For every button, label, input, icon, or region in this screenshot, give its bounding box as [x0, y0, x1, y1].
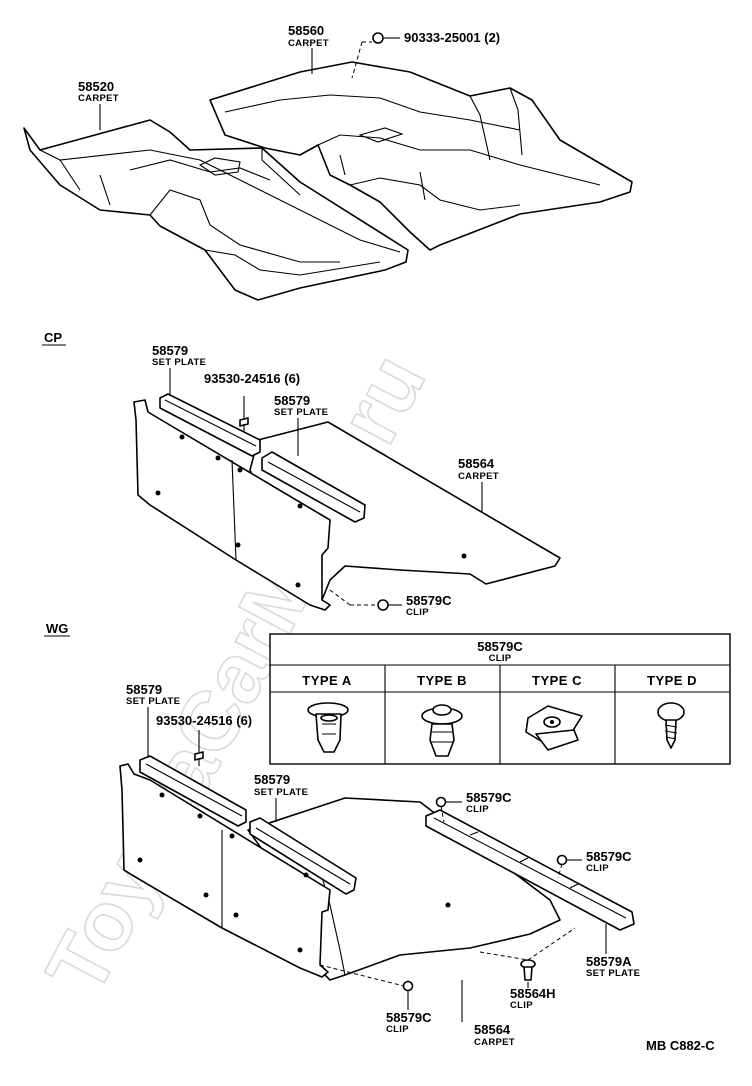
wg-side-panel [119, 763, 331, 978]
cp-side-panel [133, 399, 331, 611]
section-cp: CP [42, 330, 66, 346]
part-number-58579c-cp: 58579C [406, 593, 452, 608]
part-number-58579c-wg-right: 58579C [586, 849, 632, 864]
tapping-screw-icon [657, 702, 685, 749]
part-number-58560: 58560 [288, 23, 324, 38]
part-number-58564h: 58564H [510, 986, 556, 1001]
part-name-carpet-wg: CARPET [474, 1037, 515, 1048]
clip-table-title-name: CLIP [489, 653, 512, 664]
callout-wg-screw: 93530-24516 (6) [156, 713, 252, 728]
part-name-carpet-rear: CARPET [288, 38, 329, 49]
part-number-58579-cp-right: 58579 [274, 393, 310, 408]
wg-set-plate-left [139, 755, 247, 827]
clip-table-title-part: 58579C [477, 639, 523, 654]
section-label-wg: WG [46, 621, 68, 636]
fir-tree-clip-icon [421, 704, 463, 757]
cp-clip [329, 589, 389, 611]
part-name-carpet-cp: CARPET [458, 471, 499, 482]
callout-58520: 58520 CARPET [78, 79, 119, 130]
part-number-58579c-wg-top: 58579C [466, 790, 512, 805]
part-number-58564-wg: 58564 [474, 1022, 511, 1037]
callout-90333-25001: 90333-25001 (2) [351, 30, 500, 79]
callout-cp-carpet: 58564 CARPET [458, 456, 499, 512]
part-name-set-plate-wg-mid: SET PLATE [254, 787, 308, 798]
part-number-58579-cp-left: 58579 [152, 343, 188, 358]
part-name-clip-h: CLIP [510, 1000, 533, 1011]
rear-carpet-58560 [209, 61, 633, 251]
cp-set-plate-left [159, 393, 261, 457]
callout-wg-set-plate-mid: 58579 SET PLATE [254, 772, 308, 822]
part-name-set-plate-cp-left: SET PLATE [152, 357, 206, 368]
part-number-93530-24516-wg: 93530-24516 (6) [156, 713, 252, 728]
front-carpet-58520 [23, 119, 409, 301]
clip-type-b-label: TYPE B [417, 673, 467, 688]
clip-type-table: 58579C CLIP TYPE A TYPE B TYPE C TYPE D [269, 633, 731, 765]
part-name-clip-cp: CLIP [406, 607, 429, 618]
part-number-58564-cp: 58564 [458, 456, 495, 471]
part-name-set-plate-cp-right: SET PLATE [274, 407, 328, 418]
part-name-clip-wg-right: CLIP [586, 863, 609, 874]
callout-wg-clip-top: 58579C CLIP [446, 790, 512, 815]
callout-wg-clip-bottom: 58579C CLIP [386, 991, 432, 1035]
part-name-carpet-front: CARPET [78, 93, 119, 104]
callout-wg-clip-right: 58579C CLIP [567, 849, 632, 874]
push-rivet-icon [307, 702, 349, 753]
callout-58560: 58560 CARPET [288, 23, 329, 74]
part-number-58579-wg-left: 58579 [126, 682, 162, 697]
part-number-90333-25001: 90333-25001 (2) [404, 30, 500, 45]
section-wg: WG [44, 621, 70, 637]
part-name-clip-wg-bottom: CLIP [386, 1024, 409, 1035]
callout-cp-set-plate-right: 58579 SET PLATE [274, 393, 328, 456]
wg-set-plate-mid [249, 817, 357, 895]
part-number-93530-24516-cp: 93530-24516 (6) [204, 371, 300, 386]
wg-set-plate-a-rail [425, 809, 635, 931]
clip-icon [372, 32, 384, 44]
callout-cp-screw: 93530-24516 (6) [204, 371, 300, 386]
callout-wg-set-plate-left: 58579 SET PLATE [126, 682, 180, 758]
square-nut-clip-icon [525, 705, 583, 751]
part-number-58579c-wg-bottom: 58579C [386, 1010, 432, 1025]
clip-type-c-label: TYPE C [532, 673, 582, 688]
part-name-set-plate-a: SET PLATE [586, 968, 640, 979]
callout-wg-carpet: 58564 CARPET [461, 980, 515, 1048]
callout-cp-set-plate-left: 58579 SET PLATE [152, 343, 206, 396]
drawing-code: MB C882-C [646, 1038, 715, 1053]
cp-screw [239, 396, 249, 432]
callout-wg-clip-h: 58564H CLIP [510, 982, 556, 1011]
wg-clips [319, 796, 576, 992]
wg-screw [194, 730, 204, 766]
callout-cp-clip: 58579C CLIP [388, 593, 452, 618]
clip-type-d-label: TYPE D [647, 673, 697, 688]
part-name-clip-wg-top: CLIP [466, 804, 489, 815]
callout-wg-set-plate-a: 58579A SET PLATE [586, 924, 640, 979]
section-label-cp: CP [44, 330, 62, 345]
part-name-set-plate-wg-left: SET PLATE [126, 696, 180, 707]
cp-set-plate-right [261, 451, 366, 523]
part-number-58579-wg-mid: 58579 [254, 772, 290, 787]
clip-type-a-label: TYPE A [302, 673, 352, 688]
part-number-58579a: 58579A [586, 954, 632, 969]
part-number-58520: 58520 [78, 79, 114, 94]
